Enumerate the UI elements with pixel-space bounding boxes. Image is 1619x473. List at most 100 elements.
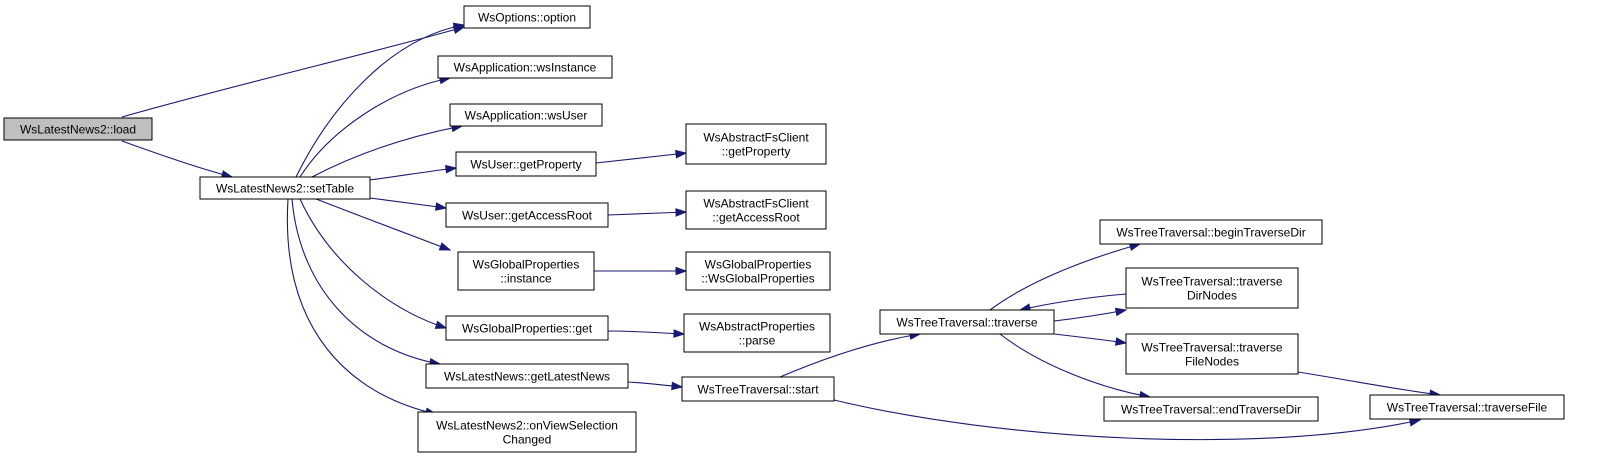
edge-ttFileNodes-ttFile (1297, 371, 1442, 398)
node-box[interactable] (3, 117, 153, 141)
node-box[interactable] (463, 5, 591, 29)
node-ttEnd[interactable]: WsTreeTraversal::endTraverseDir (1103, 396, 1319, 422)
node-box[interactable] (1125, 333, 1299, 375)
nodes-layer: WsLatestNews2::loadWsLatestNews2::setTab… (3, 5, 1565, 453)
edge-gpGet-apParse (607, 329, 686, 338)
edge-arrowhead (675, 149, 688, 159)
node-label: WsLatestNews2::load (20, 123, 136, 137)
edge-line (369, 197, 447, 209)
node-ttStart[interactable]: WsTreeTraversal::start (681, 376, 835, 402)
node-option[interactable]: WsOptions::option (463, 5, 591, 29)
edge-arrowhead (438, 242, 452, 251)
edge-load-setTable (121, 140, 234, 179)
edge-arrowhead (445, 164, 458, 174)
node-box[interactable] (1103, 396, 1319, 422)
node-label: WsAbstractProperties (699, 320, 815, 334)
node-ttTraverse[interactable]: WsTreeTraversal::traverse (879, 309, 1055, 335)
edge-load-option (121, 25, 466, 118)
node-label: WsGlobalProperties (705, 258, 812, 272)
edge-line (299, 77, 451, 178)
edge-arrowhead (675, 266, 688, 276)
edge-line (299, 198, 447, 329)
edge-arrowhead (452, 22, 466, 32)
edge-line (286, 198, 437, 415)
edge-ttTraverse-ttDirNodes (1053, 307, 1128, 322)
edge-line (1053, 309, 1127, 322)
node-label: WsApplication::wsInstance (454, 61, 597, 75)
node-afsGetAccessRoot[interactable]: WsAbstractFsClient::getAccessRoot (685, 190, 827, 230)
node-gpGet[interactable]: WsGlobalProperties::get (445, 315, 609, 341)
edge-ttStart-ttFile (833, 399, 1422, 441)
edge-line (295, 24, 465, 178)
edge-getAccessRoot-afsGetAccessRoot (607, 208, 688, 217)
node-getLatestNews[interactable]: WsLatestNews::getLatestNews (425, 363, 629, 389)
node-box[interactable] (683, 313, 831, 353)
edge-line (121, 26, 465, 118)
node-setTable[interactable]: WsLatestNews2::setTable (199, 176, 371, 200)
edge-arrowhead (671, 381, 684, 391)
node-box[interactable] (445, 315, 609, 341)
edge-setTable-wsInstance (299, 75, 452, 178)
edge-line (607, 330, 685, 335)
node-label: WsTreeTraversal::traverseFile (1387, 401, 1548, 415)
edge-setTable-getAccessRoot (369, 197, 448, 211)
node-label: WsTreeTraversal::beginTraverseDir (1116, 226, 1305, 240)
edge-arrowhead (1408, 418, 1422, 427)
node-box[interactable] (1369, 394, 1565, 420)
node-ttBegin[interactable]: WsTreeTraversal::beginTraverseDir (1099, 219, 1323, 245)
edge-line (999, 333, 1151, 398)
node-box[interactable] (417, 411, 637, 453)
node-box[interactable] (457, 251, 595, 291)
node-ttFile[interactable]: WsTreeTraversal::traverseFile (1369, 394, 1565, 420)
node-box[interactable] (455, 151, 597, 177)
node-box[interactable] (449, 103, 603, 127)
edge-arrowhead (1114, 337, 1128, 346)
edge-setTable-option (295, 22, 466, 178)
node-getAccessRoot[interactable]: WsUser::getAccessRoot (445, 202, 609, 228)
node-load[interactable]: WsLatestNews2::load (3, 117, 153, 141)
node-label: WsLatestNews2::setTable (216, 182, 354, 196)
edge-setTable-gpInstance (315, 198, 452, 251)
edge-line (833, 399, 1421, 441)
node-apParse[interactable]: WsAbstractProperties::parse (683, 313, 831, 353)
edge-line (779, 333, 921, 378)
node-box[interactable] (437, 55, 613, 79)
node-label: WsAbstractFsClient (703, 197, 809, 211)
node-box[interactable] (685, 123, 827, 165)
node-wsUser[interactable]: WsApplication::wsUser (449, 103, 603, 127)
node-label: WsTreeTraversal::traverse (1141, 341, 1282, 355)
node-box[interactable] (1125, 267, 1299, 309)
edge-line (607, 211, 687, 216)
node-label: WsUser::getAccessRoot (462, 209, 593, 223)
node-getProperty[interactable]: WsUser::getProperty (455, 151, 597, 177)
node-box[interactable] (681, 376, 835, 402)
node-box[interactable] (1099, 219, 1323, 245)
edge-arrowhead (675, 208, 688, 217)
node-box[interactable] (685, 190, 827, 230)
node-label: WsApplication::wsUser (465, 109, 588, 123)
node-label: WsTreeTraversal::start (697, 383, 819, 397)
node-label: DirNodes (1187, 289, 1237, 303)
edge-getProperty-afsGetProperty (595, 149, 688, 164)
node-label: WsAbstractFsClient (703, 131, 809, 145)
edge-ttTraverse-ttBegin (989, 242, 1142, 311)
edge-setTable-wsUser (311, 123, 464, 178)
edge-arrowhead (673, 329, 686, 338)
edge-setTable-gpGet (299, 198, 448, 329)
edge-line (595, 152, 687, 164)
node-box[interactable] (199, 176, 371, 200)
node-wsInstance[interactable]: WsApplication::wsInstance (437, 55, 613, 79)
node-gpCtor[interactable]: WsGlobalProperties::WsGlobalProperties (685, 251, 831, 291)
node-label: WsOptions::option (478, 11, 576, 25)
node-box[interactable] (445, 202, 609, 228)
node-box[interactable] (685, 251, 831, 291)
node-box[interactable] (425, 363, 629, 389)
node-afsGetProperty[interactable]: WsAbstractFsClient::getProperty (685, 123, 827, 165)
node-label: WsLatestNews2::onViewSelection (436, 419, 618, 433)
edge-setTable-getLatestNews (291, 198, 442, 367)
node-gpInstance[interactable]: WsGlobalProperties::instance (457, 251, 595, 291)
node-box[interactable] (879, 309, 1055, 335)
